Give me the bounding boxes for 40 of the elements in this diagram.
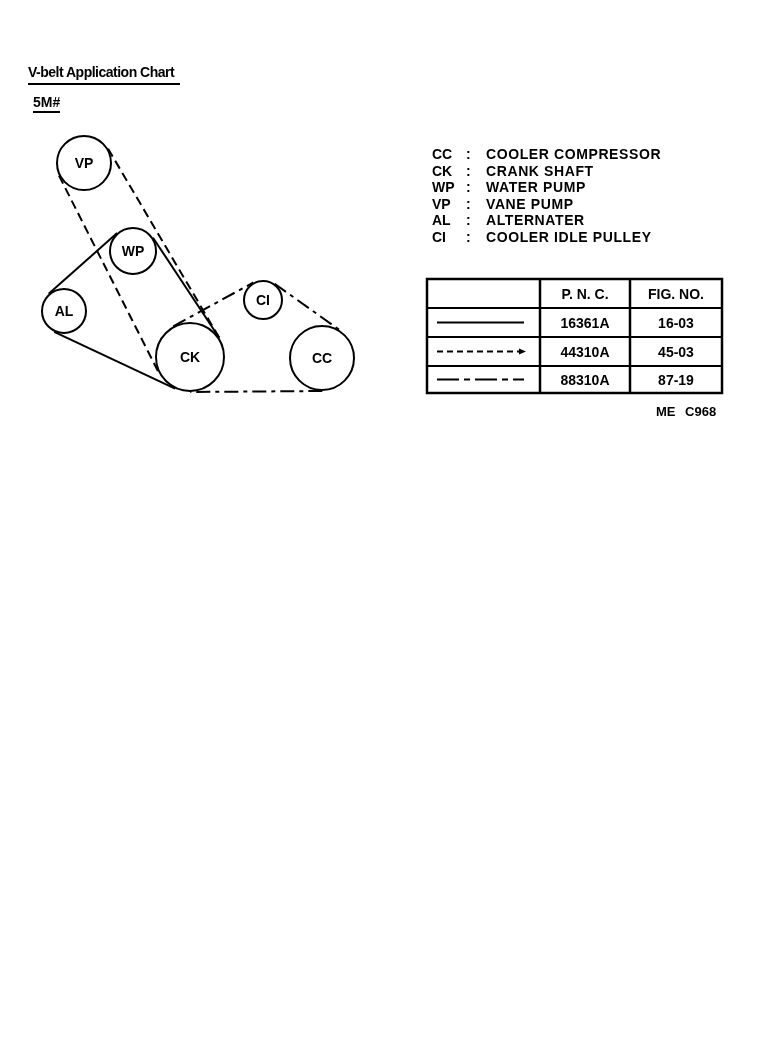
belt-line: [58, 174, 160, 374]
abbreviation: WP: [432, 179, 455, 196]
separator-colon: :: [466, 179, 471, 196]
abbreviation: CC: [432, 146, 453, 162]
pulley-circle: CK: [155, 322, 225, 392]
table-cell-text: 87-19: [657, 370, 695, 390]
chart-title: V-belt Application Chart: [28, 64, 181, 85]
abbreviation-meaning: WATER PUMP: [486, 179, 586, 196]
table-cell-text: 16-03: [657, 313, 695, 333]
column-header: P. N. C.: [560, 284, 610, 304]
table-cell-text: 44310A: [559, 342, 611, 362]
table-cell-text: 45-03: [657, 342, 695, 362]
pulley-circle: AL: [41, 288, 87, 334]
belt-line: [53, 330, 177, 390]
abbreviation: CK: [432, 162, 453, 179]
pulley-circle: CI: [243, 280, 283, 320]
abbreviation-meaning: COOLER IDLE PULLEY: [486, 229, 652, 245]
abbreviation-meaning: COOLER COMPRESSOR: [486, 146, 662, 162]
pulley-circle: WP: [109, 227, 157, 275]
abbreviation: AL: [432, 212, 451, 229]
column-header: FIG. NO.: [647, 284, 705, 304]
belt-line: [47, 232, 119, 295]
figure-code: ME C968: [656, 404, 717, 420]
abbreviation-meaning: ALTERNATER: [486, 212, 585, 229]
separator-colon: :: [466, 212, 471, 229]
pulley-circle: VP: [56, 135, 112, 191]
belt-line: [189, 390, 324, 393]
abbreviation: CI: [432, 229, 446, 245]
pulley-circle: CC: [289, 325, 355, 391]
separator-colon: :: [466, 146, 471, 162]
abbreviation: VP: [432, 195, 451, 212]
abbreviation-meaning: CRANK SHAFT: [486, 162, 594, 179]
model-code: 5M#: [33, 94, 61, 113]
abbreviation-meaning: VANE PUMP: [486, 195, 574, 212]
separator-colon: :: [466, 162, 471, 179]
table-cell-text: 88310A: [559, 370, 611, 390]
table-cell-text: 16361A: [559, 313, 611, 333]
separator-colon: :: [466, 229, 471, 245]
separator-colon: :: [466, 195, 471, 212]
belt-line: [172, 281, 255, 328]
